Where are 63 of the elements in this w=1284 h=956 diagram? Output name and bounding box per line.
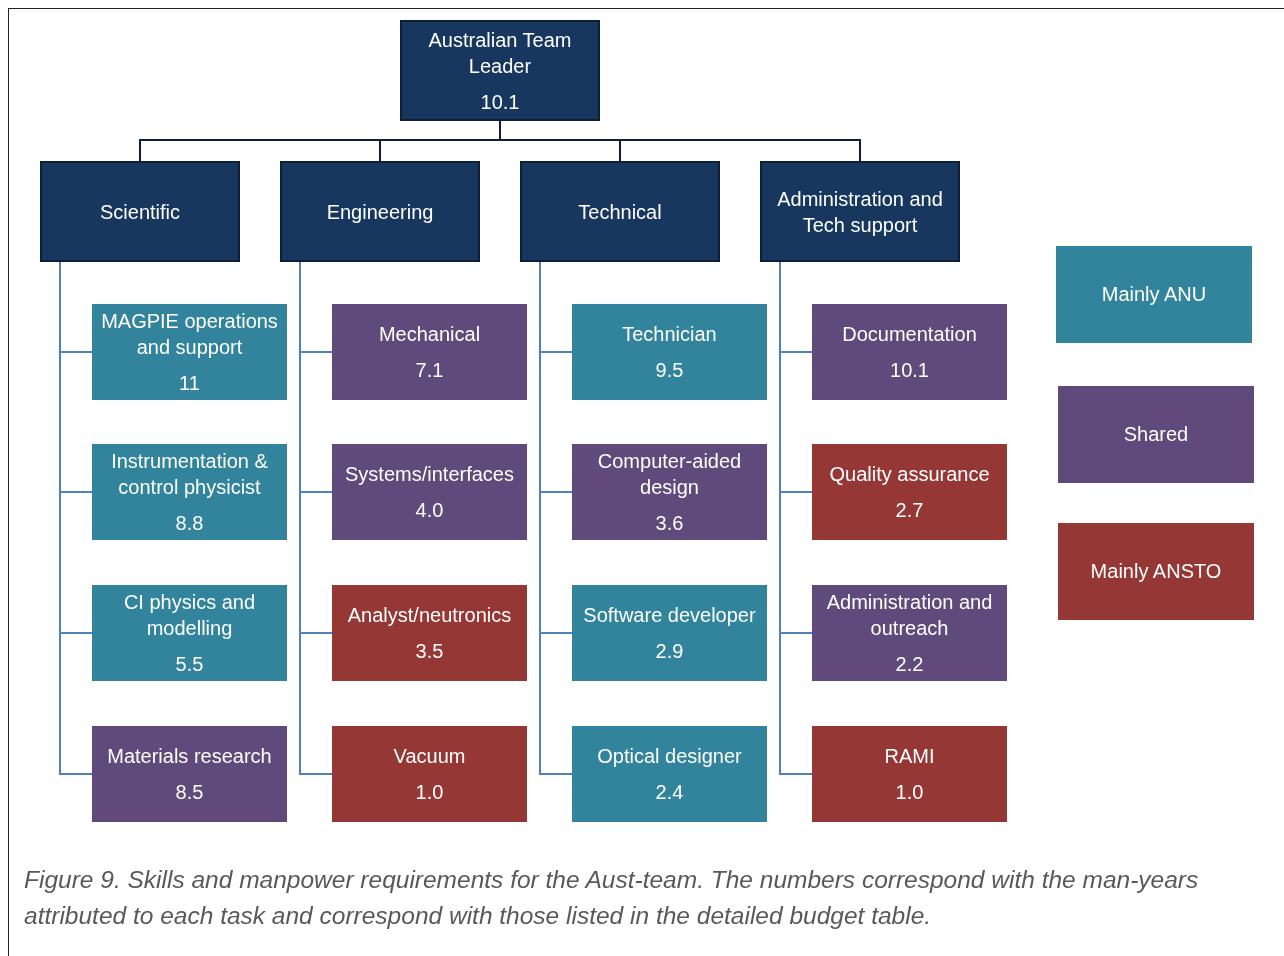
figure-caption: Figure 9. Skills and manpower requirements for the Aust-team. The numbers correspond with the man-years attributed to each task and correspond with those listed in the detailed budget table. <box>24 865 1200 931</box>
role-label: Scientific <box>100 199 180 225</box>
task-box <box>812 726 1007 822</box>
man-years-value: 2.2 <box>895 652 924 677</box>
task-box <box>92 304 287 400</box>
team-box <box>520 161 720 262</box>
task-box <box>572 726 767 822</box>
task-box <box>572 585 767 681</box>
role-label: Quality assurance <box>829 462 990 487</box>
team-box <box>400 20 600 121</box>
role-label: Technical <box>578 199 662 225</box>
role-label: Analyst/neutronics <box>347 603 512 628</box>
role-label: Engineering <box>326 199 434 225</box>
man-years-value: 9.5 <box>655 358 684 383</box>
role-label: Materials research <box>107 744 272 769</box>
role-label: RAMI <box>884 744 935 769</box>
task-box <box>332 444 527 540</box>
legend-swatch: Shared <box>1058 386 1254 483</box>
man-years-value: 11 <box>179 371 200 396</box>
task-box <box>812 585 1007 681</box>
role-label: Technician <box>622 322 717 347</box>
role-label: Optical designer <box>597 744 742 769</box>
role-label: Software developer <box>583 603 756 628</box>
role-label: Vacuum <box>393 744 466 769</box>
team-box <box>280 161 480 262</box>
task-box <box>92 444 287 540</box>
man-years-value: 10.1 <box>480 89 520 115</box>
role-label: CI physics and modelling <box>122 590 257 641</box>
task-box <box>332 726 527 822</box>
task-box <box>812 444 1007 540</box>
man-years-value: 5.5 <box>175 652 204 677</box>
man-years-value: 3.5 <box>415 639 444 664</box>
task-box <box>332 585 527 681</box>
task-box <box>812 304 1007 400</box>
role-label: Mechanical <box>378 322 481 347</box>
role-label: Instrumentation & control physicist <box>110 449 269 500</box>
role-label: Administration and Tech support <box>776 186 944 238</box>
team-box <box>40 161 240 262</box>
role-label: MAGPIE operations and support <box>100 309 279 360</box>
legend-swatch: Mainly ANU <box>1056 246 1252 343</box>
man-years-value: 2.7 <box>895 498 924 523</box>
man-years-value: 8.8 <box>175 511 204 536</box>
legend-swatch: Mainly ANSTO <box>1058 523 1254 620</box>
task-box <box>92 585 287 681</box>
role-label: Computer-aided design <box>596 449 743 500</box>
task-box <box>92 726 287 822</box>
role-label: Administration and outreach <box>825 590 994 641</box>
role-label: Systems/interfaces <box>345 462 514 487</box>
man-years-value: 2.4 <box>655 780 684 805</box>
man-years-value: 1.0 <box>895 780 924 805</box>
team-box <box>760 161 960 262</box>
man-years-value: 2.9 <box>655 639 684 664</box>
man-years-value: 7.1 <box>415 358 444 383</box>
role-label: Australian Team Leader <box>427 27 573 79</box>
man-years-value: 4.0 <box>415 498 444 523</box>
man-years-value: 1.0 <box>415 780 444 805</box>
man-years-value: 3.6 <box>655 511 684 536</box>
role-label: Documentation <box>842 322 977 347</box>
task-box <box>332 304 527 400</box>
task-box <box>572 444 767 540</box>
task-box <box>572 304 767 400</box>
man-years-value: 10.1 <box>890 358 929 383</box>
man-years-value: 8.5 <box>175 780 204 805</box>
